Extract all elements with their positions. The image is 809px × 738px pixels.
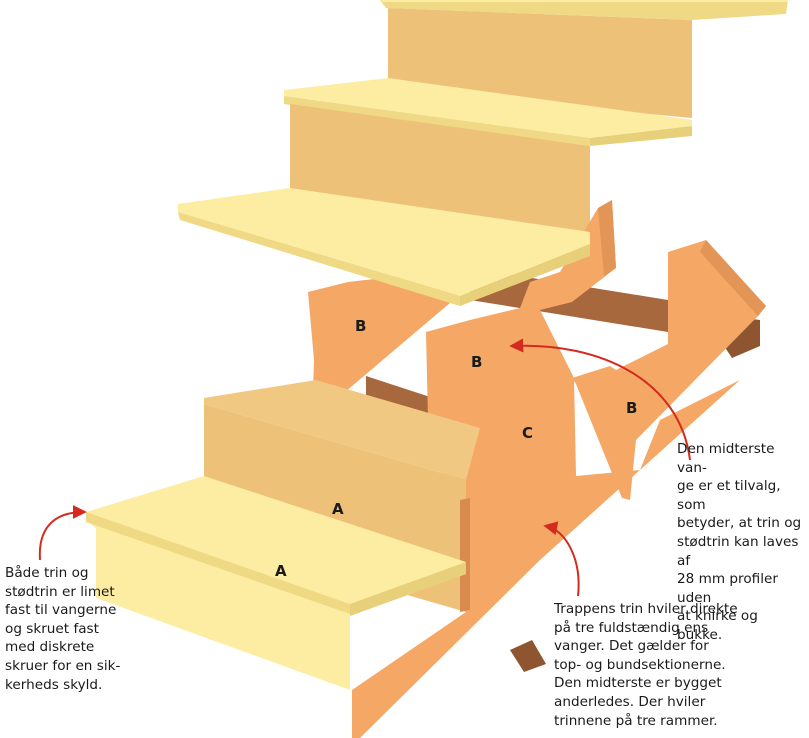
note-left: Både trin og stødtrin er limet fast til …: [5, 565, 121, 693]
tread-3: [178, 188, 590, 296]
tread-3-edge: [178, 212, 460, 306]
tread-bottom-front: [86, 520, 350, 690]
label-stringer-right: B: [626, 399, 637, 417]
tread-2-edge-right: [590, 126, 692, 146]
tread-2: [284, 78, 692, 138]
label-crossbeam: C: [522, 424, 533, 442]
label-riser-bottom: A: [332, 500, 344, 518]
post-right-back: [720, 318, 760, 358]
stringer-front: [352, 380, 740, 738]
stringer-left: [308, 266, 470, 420]
post-front: [510, 640, 546, 672]
tread-bottom: [86, 476, 466, 612]
tread-bottom-edge: [86, 512, 350, 614]
stringer-middle-shade: [598, 200, 616, 276]
tread-top: [381, 0, 789, 2]
tread-bottom-side: [350, 562, 466, 616]
arrow-bottom-callout: [543, 521, 580, 597]
note-right: Den midterste van- ge er et tilvalg, som…: [677, 441, 802, 643]
tread-top-edge: [380, 0, 788, 20]
note-bottom: Trappens trin hviler direkte på tre fuld…: [554, 601, 738, 729]
riser-bottom-top: [204, 380, 480, 480]
arrow-left-callout: [38, 505, 87, 561]
label-stringer-left: B: [355, 317, 366, 335]
stringer-right-shade: [700, 240, 766, 316]
label-tread-bottom: A: [275, 562, 287, 580]
label-stringer-middle: B: [471, 353, 482, 371]
stringer-right: [572, 240, 766, 500]
tread-2-edge: [284, 96, 590, 146]
tread-3-edge-right: [460, 244, 590, 306]
stringer-front-shade: [460, 498, 470, 612]
arrow-right-callout: [509, 338, 691, 461]
